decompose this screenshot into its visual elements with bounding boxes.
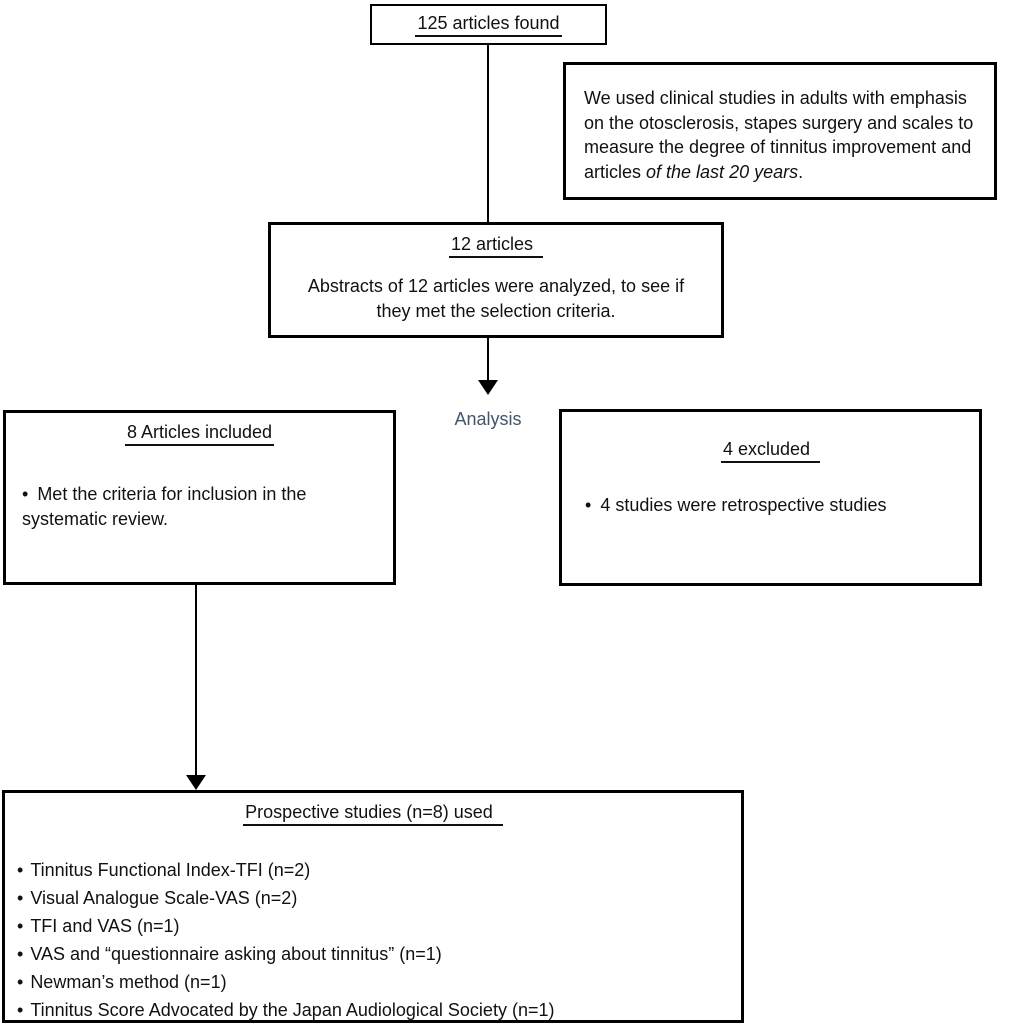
abstracts-box: 12 articles Abstracts of 12 articles wer… bbox=[268, 222, 724, 338]
included-box: 8 Articles included •Met the criteria fo… bbox=[3, 410, 396, 585]
excluded-bullet-text: 4 studies were retrospective studies bbox=[600, 495, 887, 515]
down-arrowhead-icon bbox=[186, 775, 206, 790]
bullet-icon: • bbox=[17, 916, 24, 936]
articles-found-box: 125 articles found bbox=[370, 4, 607, 45]
criteria-note-box: We used clinical studies in adults with … bbox=[563, 62, 997, 200]
abstracts-title-row: 12 articles bbox=[271, 233, 721, 258]
arrow-abstracts-line bbox=[487, 338, 489, 381]
list-item: • Tinnitus Score Advocated by the Japan A… bbox=[17, 996, 731, 1024]
list-item: • Tinnitus Functional Index-TFI (n=2) bbox=[17, 856, 731, 884]
criteria-note-text-normal: We used clinical studies in adults with … bbox=[584, 88, 974, 182]
articles-found-title: 125 articles found bbox=[415, 12, 562, 37]
bullet-icon: • bbox=[17, 888, 24, 908]
prospective-bullet-text: Visual Analogue Scale-VAS (n=2) bbox=[30, 888, 298, 908]
criteria-note-text: We used clinical studies in adults with … bbox=[566, 65, 994, 184]
prospective-bullet-text: VAS and “questionnaire asking about tinn… bbox=[30, 944, 442, 964]
arrow-included-line bbox=[195, 585, 197, 776]
criteria-note-text-italic: of the last 20 years bbox=[646, 161, 799, 182]
connector-found-to-abstracts bbox=[487, 45, 489, 222]
list-item: • Visual Analogue Scale-VAS (n=2) bbox=[17, 884, 731, 912]
abstracts-title: 12 articles bbox=[448, 233, 544, 258]
list-item: • TFI and VAS (n=1) bbox=[17, 912, 731, 940]
excluded-title-row: 4 excluded bbox=[562, 438, 979, 463]
prospective-bullet-text: Tinnitus Score Advocated by the Japan Au… bbox=[30, 1000, 555, 1020]
bullet-icon: • bbox=[17, 1000, 24, 1020]
included-title: 8 Articles included bbox=[124, 421, 275, 446]
prospective-title: Prospective studies (n=8) used bbox=[243, 801, 503, 826]
prospective-bullet-text: Tinnitus Functional Index-TFI (n=2) bbox=[30, 860, 311, 880]
down-arrowhead-icon bbox=[478, 380, 498, 395]
list-item: • Newman’s method (n=1) bbox=[17, 968, 731, 996]
prospective-bullet-text: TFI and VAS (n=1) bbox=[30, 916, 180, 936]
analysis-label: Analysis bbox=[454, 409, 522, 429]
list-item: • VAS and “questionnaire asking about tin… bbox=[17, 940, 731, 968]
bullet-icon: • bbox=[17, 860, 24, 880]
included-bullet: •Met the criteria for inclusion in the s… bbox=[22, 482, 379, 532]
excluded-box: 4 excluded • 4 studies were retrospective… bbox=[559, 409, 982, 586]
included-title-row: 8 Articles included bbox=[6, 421, 393, 446]
prospective-title-row: Prospective studies (n=8) used bbox=[5, 801, 741, 826]
abstracts-body: Abstracts of 12 articles were analyzed, … bbox=[307, 276, 685, 321]
prospective-box: Prospective studies (n=8) used • Tinnitus… bbox=[2, 790, 744, 1023]
bullet-icon: • bbox=[17, 944, 24, 964]
criteria-note-text-suffix: . bbox=[798, 161, 804, 182]
bullet-icon: • bbox=[585, 495, 592, 515]
prospective-bullet-text: Newman’s method (n=1) bbox=[30, 972, 227, 992]
bullet-icon: • bbox=[22, 484, 29, 504]
prospective-bullet-list: • Tinnitus Functional Index-TFI (n=2) • Vi… bbox=[17, 856, 731, 1024]
included-bullet-text: Met the criteria for inclusion in the sy… bbox=[22, 484, 307, 529]
bullet-icon: • bbox=[17, 972, 24, 992]
excluded-bullet: • 4 studies were retrospective studies bbox=[585, 493, 967, 518]
excluded-title: 4 excluded bbox=[720, 438, 821, 463]
